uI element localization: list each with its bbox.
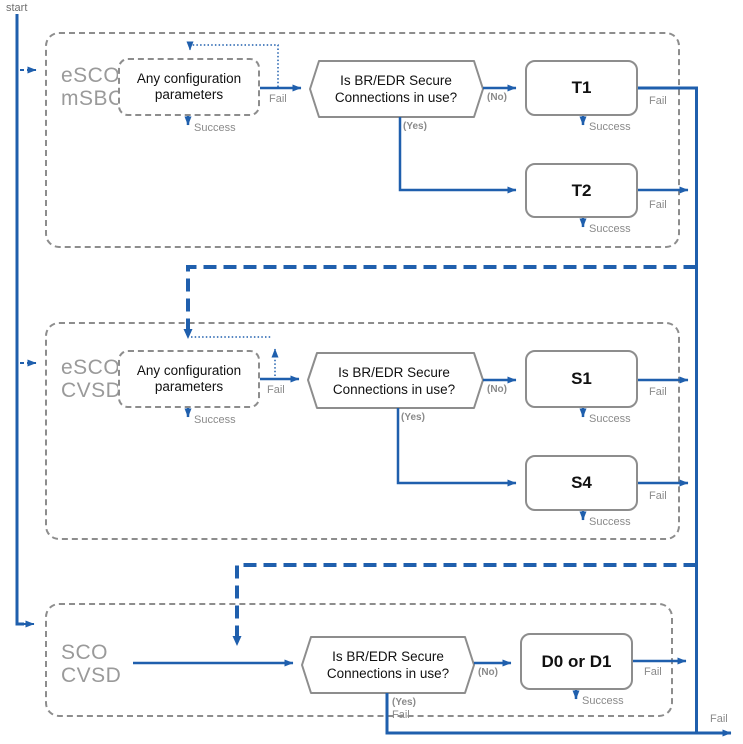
outcome-label-s1: S1 [571,369,592,388]
success-label-d0d1: Success [582,695,624,707]
section-esco-cvsd [45,322,680,540]
outcome-box-s4: S4 [525,455,638,511]
success-label-s1: Success [589,413,631,425]
section-label-sco-cvsd: SCO CVSD [61,641,121,687]
config-box-1: Any configuration parameters [118,58,260,116]
section-label-line1: SCO [61,641,109,664]
t1-fail-line [638,86,698,733]
fail-label-t1: Fail [649,95,667,107]
success-label-config2: Success [194,414,236,426]
success-label-s4: Success [589,516,631,528]
fail-label-config1: Fail [269,93,287,105]
decision2-yes-arrow [396,408,517,487]
section-label-line2: mSBC [61,87,124,110]
section-label-line2: CVSD [61,664,122,687]
decision-shape-3 [301,636,475,694]
fail-label-s1: Fail [649,386,667,398]
outcome-box-s1: S1 [525,350,638,408]
config-box-1-text: Any configuration parameters [136,71,242,102]
fail-label-yes3: Fail [392,709,410,721]
success-label-config1: Success [194,122,236,134]
outcome-box-d0-d1: D0 or D1 [520,633,633,690]
section-label-esco-msbc: eSCO mSBC [61,64,124,110]
outcome-box-t2: T2 [525,163,638,218]
outcome-box-t1: T1 [525,60,638,116]
start-main-line [15,14,24,626]
section-label-esco-cvsd: eSCO CVSD [61,356,121,402]
yes-label-3: (Yes) [392,697,416,708]
decision1-yes-arrow [398,117,517,194]
no-label-2: (No) [487,384,507,395]
outcome-label-t1: T1 [571,78,592,97]
decision-3-text: Is BR/EDR Secure Connections in use? [326,649,450,681]
fail-label-d0d1: Fail [644,666,662,678]
success-label-t1: Success [589,121,631,133]
no-label-3: (No) [478,667,498,678]
yes-label-2: (Yes) [401,412,425,423]
fail-label-t2: Fail [649,199,667,211]
section-label-line1: eSCO [61,356,121,379]
outcome-label-d0-d1: D0 or D1 [541,651,612,671]
section-label-line2: CVSD [61,379,122,402]
config-box-2-text: Any configuration parameters [136,363,242,394]
jump-to-sco-cvsd [232,563,697,646]
outcome-label-s4: S4 [571,473,592,492]
fail-label-final: Fail [710,713,728,725]
fail-label-config2: Fail [267,384,285,396]
no-label-1: (No) [487,92,507,103]
success-label-t2: Success [589,223,631,235]
section-esco-msbc [45,32,680,248]
start-label: start [6,2,28,14]
section-label-line1: eSCO [61,64,121,87]
decision-1-text: Is BR/EDR Secure Connections in use? [334,73,458,105]
fail-label-s4: Fail [649,490,667,502]
final-fail-line [385,693,732,737]
jump-to-esco-cvsd [183,265,697,339]
config-box-2: Any configuration parameters [118,350,260,408]
yes-label-1: (Yes) [403,121,427,132]
outcome-label-t2: T2 [571,180,592,200]
retry-loop-1 [186,41,279,87]
decision-2-text: Is BR/EDR Secure Connections in use? [332,364,456,397]
